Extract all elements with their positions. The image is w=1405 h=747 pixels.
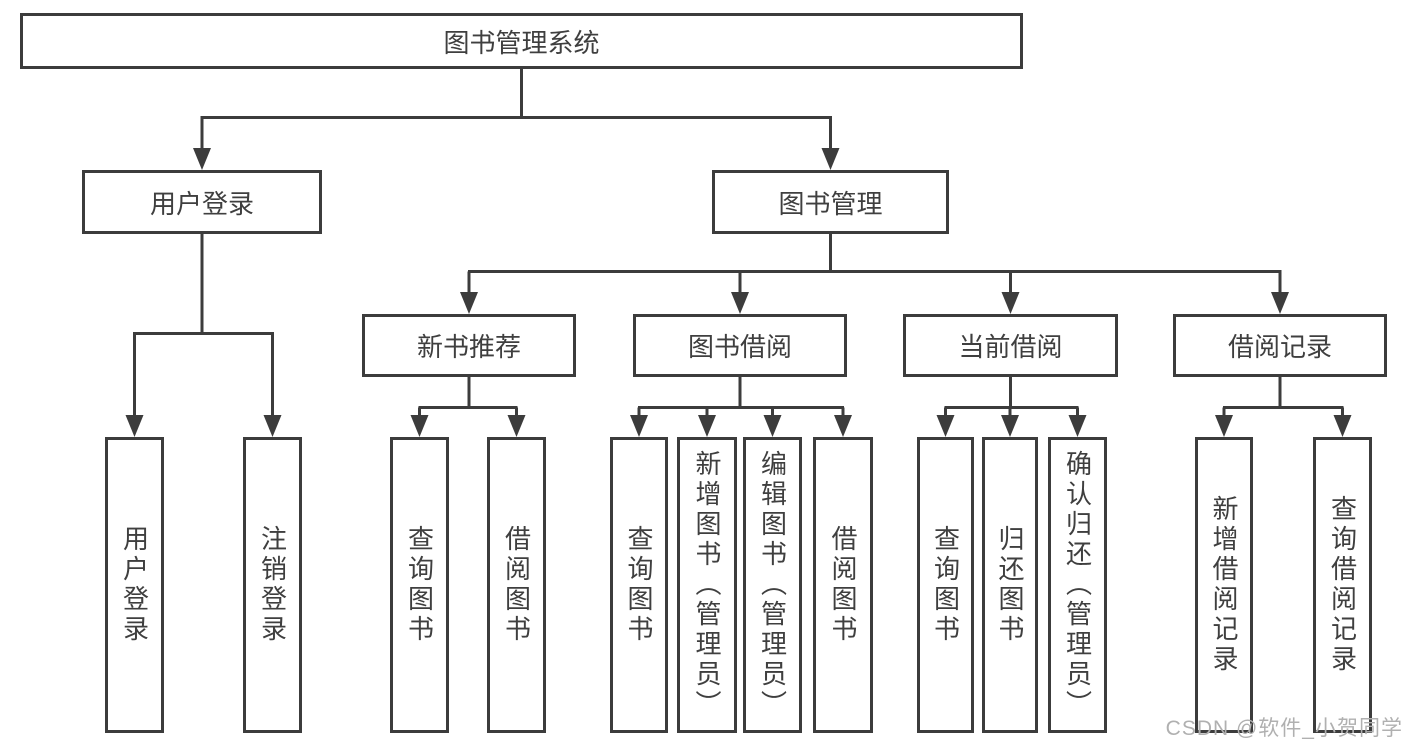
arrowhead bbox=[821, 148, 840, 170]
leaf-label: 查询图书 bbox=[404, 525, 435, 645]
arrowhead bbox=[834, 415, 852, 437]
arrowhead bbox=[1068, 415, 1087, 437]
leaf-query-borrow-record: 查询借阅记录 bbox=[1313, 437, 1372, 733]
leaf-label: 注销登录 bbox=[257, 525, 288, 645]
leaf-add-book-admin: 新增图书（管理员） bbox=[677, 437, 737, 733]
node-borrow-records: 借阅记录 bbox=[1173, 314, 1387, 377]
edge-user-login-to-leaves bbox=[125, 232, 282, 437]
leaf-label: 确认归还（管理员） bbox=[1062, 450, 1093, 720]
arrowhead bbox=[410, 415, 429, 437]
arrowhead bbox=[460, 292, 478, 314]
leaf-label: 用户登录 bbox=[119, 525, 150, 645]
arrowhead bbox=[1333, 415, 1352, 437]
arrowhead bbox=[1215, 415, 1233, 437]
leaf-edit-book-admin: 编辑图书（管理员） bbox=[743, 437, 802, 733]
edge-book-borrowing-to-leaves bbox=[630, 375, 852, 437]
leaf-borrow-books-1: 借阅图书 bbox=[487, 437, 546, 733]
leaf-query-books-2: 查询图书 bbox=[610, 437, 668, 733]
node-root: 图书管理系统 bbox=[20, 13, 1023, 69]
arrowhead bbox=[731, 292, 749, 314]
leaf-confirm-return-admin: 确认归还（管理员） bbox=[1048, 437, 1107, 733]
leaf-return-books: 归还图书 bbox=[982, 437, 1038, 733]
arrowhead bbox=[1001, 415, 1019, 437]
arrowhead bbox=[698, 415, 716, 437]
node-book-borrowing: 图书借阅 bbox=[633, 314, 847, 377]
leaf-label: 查询借阅记录 bbox=[1327, 495, 1358, 675]
edge-current-borrowing-to-leaves bbox=[936, 375, 1087, 437]
arrowhead bbox=[263, 415, 282, 437]
leaf-label: 查询图书 bbox=[624, 525, 654, 645]
leaf-label: 借阅图书 bbox=[501, 525, 532, 645]
node-current-borrowing: 当前借阅 bbox=[903, 314, 1118, 377]
node-user-login: 用户登录 bbox=[82, 170, 322, 234]
leaf-add-borrow-record: 新增借阅记录 bbox=[1195, 437, 1253, 733]
arrowhead bbox=[125, 415, 144, 437]
edge-book-management-to-groups bbox=[460, 232, 1289, 314]
arrowhead bbox=[507, 415, 526, 437]
arrowhead bbox=[936, 415, 955, 437]
leaf-borrow-books-2: 借阅图书 bbox=[813, 437, 873, 733]
leaf-label: 查询图书 bbox=[930, 525, 961, 645]
leaf-label: 借阅图书 bbox=[828, 525, 858, 645]
arrowhead bbox=[763, 415, 782, 437]
leaf-label: 新增借阅记录 bbox=[1209, 495, 1239, 675]
leaf-user-login: 用户登录 bbox=[105, 437, 164, 733]
node-new-book-recommend: 新书推荐 bbox=[362, 314, 576, 377]
leaf-label: 编辑图书（管理员） bbox=[757, 450, 788, 720]
arrowhead bbox=[1001, 292, 1020, 314]
leaf-label: 新增图书（管理员） bbox=[692, 450, 722, 720]
arrowhead bbox=[193, 148, 211, 170]
csdn-watermark: CSDN @软件_小贺同学 bbox=[1165, 717, 1403, 740]
leaf-label: 归还图书 bbox=[995, 525, 1025, 645]
edge-root-to-level2 bbox=[193, 66, 840, 170]
node-book-management: 图书管理 bbox=[712, 170, 949, 234]
edge-new-book-recommend-to-leaves bbox=[410, 375, 526, 437]
leaf-query-books-3: 查询图书 bbox=[917, 437, 974, 733]
arrowhead bbox=[1271, 292, 1289, 314]
arrowhead bbox=[630, 415, 648, 437]
leaf-logout: 注销登录 bbox=[243, 437, 302, 733]
edge-borrow-records-to-leaves bbox=[1215, 375, 1352, 437]
leaf-query-books-1: 查询图书 bbox=[390, 437, 449, 733]
